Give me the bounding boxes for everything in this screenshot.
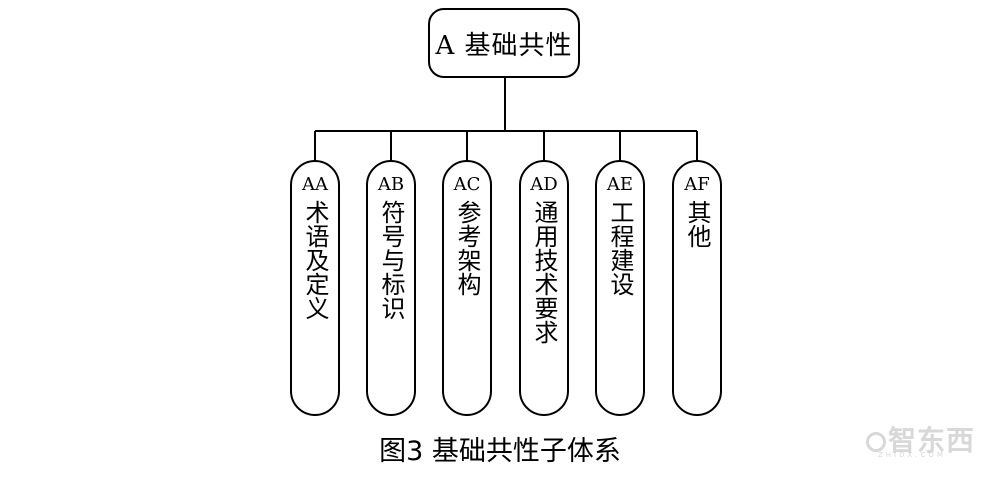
child-node-AB: AB 符号与标识 — [366, 160, 416, 416]
child-code: AF — [684, 174, 710, 195]
root-node: A 基础共性 — [428, 8, 580, 78]
watermark-text: 智东西 — [888, 424, 976, 457]
root-node-label: A 基础共性 — [435, 30, 573, 61]
child-node-AE: AE 工程建设 — [595, 160, 645, 416]
child-label: 参考架构 — [453, 200, 481, 296]
child-code: AE — [606, 174, 634, 195]
figure-caption: 图3 基础共性子体系 — [379, 436, 621, 467]
watermark-icon — [866, 432, 886, 452]
child-label: 术语及定义 — [301, 200, 329, 320]
watermark-subtext: ZHIDX.COM — [878, 451, 946, 459]
child-label: 其他 — [683, 200, 711, 248]
child-label: 符号与标识 — [377, 200, 405, 320]
child-node-AD: AD 通用技术要求 — [519, 160, 569, 416]
child-label: 工程建设 — [606, 200, 634, 296]
child-code: AD — [530, 174, 558, 195]
child-node-AC: AC 参考架构 — [442, 160, 492, 416]
child-node-AF: AF 其他 — [672, 160, 722, 416]
child-label: 通用技术要求 — [530, 200, 558, 344]
child-code: AB — [377, 174, 405, 195]
child-code: AC — [453, 174, 481, 195]
child-node-AA: AA 术语及定义 — [290, 160, 340, 416]
child-code: AA — [302, 174, 328, 195]
watermark-logo: 智东西 ZHIDX.COM — [866, 419, 986, 459]
